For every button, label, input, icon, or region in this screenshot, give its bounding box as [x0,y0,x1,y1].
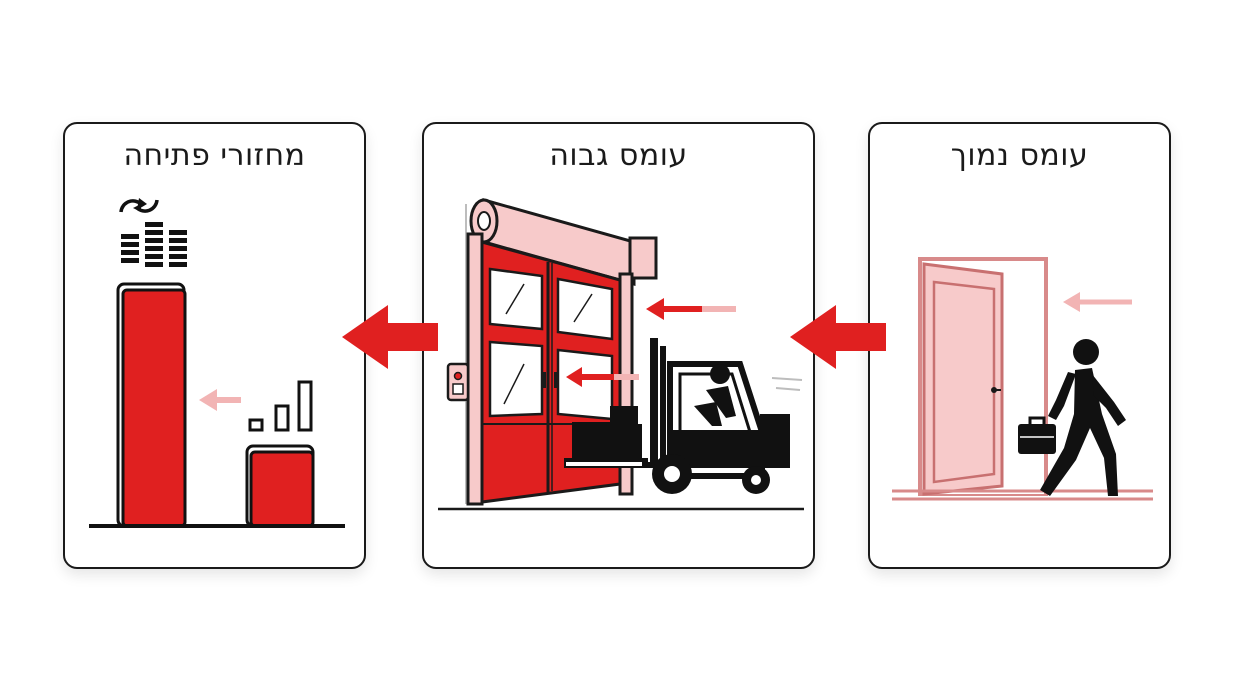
person-walking-icon [1040,339,1126,496]
cargo-boxes-icon [564,406,650,468]
briefcase-icon [1018,416,1056,454]
entry-arrow-icon [1063,292,1132,312]
door-icon [892,257,1153,501]
high-traffic-card: עומס גבוה [422,122,815,569]
low-traffic-illustration [892,257,1153,501]
decrease-arrow-icon [199,389,241,411]
cycle-refresh-icon [119,198,159,213]
counter-grid-icon [121,222,187,267]
open-cycles-title: מחזורי פתיחה [123,138,306,173]
flow-arrow-middle-to-left [342,305,438,369]
short-bar-icon [245,444,315,528]
bar-chart-icon [248,380,313,432]
speed-lines-icon [771,377,803,391]
tall-bar-icon [116,282,187,528]
open-cycles-illustration [89,198,345,528]
low-traffic-title: עומס נמוך [950,138,1089,173]
high-traffic-title: עומס גבוה [549,138,688,173]
low-traffic-card: עומס נמוך [868,122,1171,569]
open-cycles-card: מחזורי פתיחה [63,122,366,569]
high-traffic-illustration [438,198,804,511]
flow-arrow-right-to-middle [790,305,886,369]
motion-arrow-icon [566,298,736,387]
forklift-icon [642,338,790,494]
